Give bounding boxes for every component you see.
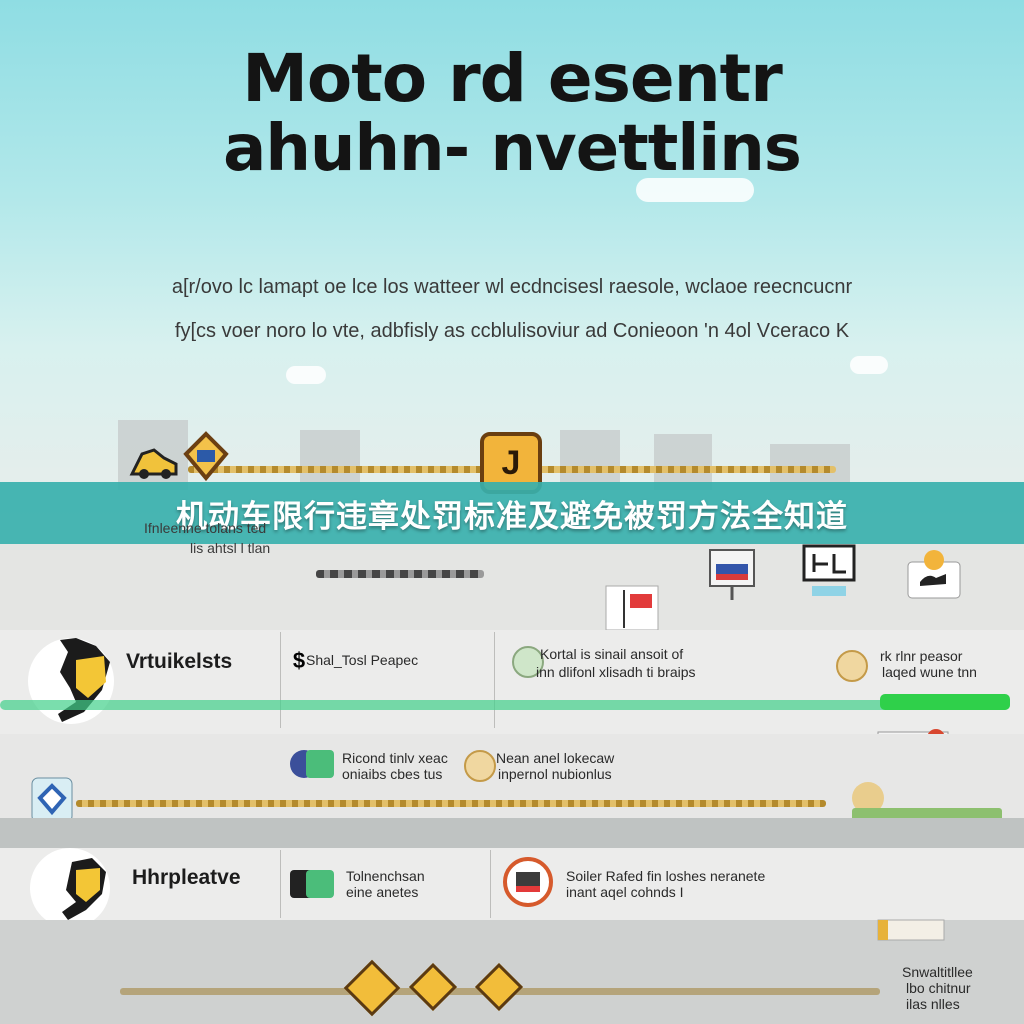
- poster-icon: [604, 584, 660, 632]
- row3-col2-line1: Soiler Rafed fin loshes neranete: [566, 868, 766, 884]
- building: [654, 434, 712, 490]
- row3-col1-line1: Tolnenchsan: [346, 868, 425, 884]
- fine-badge-icon: [502, 856, 554, 908]
- helmet-icon: [40, 632, 124, 726]
- building: [300, 430, 360, 490]
- cloud: [636, 178, 754, 202]
- row2-col2-line2: inpernol nubionlus: [498, 766, 612, 782]
- camera-icon: [30, 776, 74, 826]
- upper-label-line2: lis ahtsl l tlan: [190, 540, 271, 556]
- row1-col2-line2: inn dlifonl xlisadh ti braips: [536, 664, 696, 680]
- row3-col1-line2: eine anetes: [346, 884, 419, 900]
- row1-heading: Vrtuikelsts: [126, 650, 233, 673]
- subtitle-line1: a[r/ovo lc lamapt oe lce los watteer wl …: [171, 276, 853, 298]
- upper-label-line1: Ifnleenne tolans ted: [144, 520, 267, 536]
- car-icon: [128, 440, 180, 480]
- calculator-icon: [306, 870, 334, 898]
- shield-icon: [180, 430, 232, 482]
- column-divider: [280, 850, 281, 918]
- medal-icon: [836, 650, 868, 682]
- progress-line-highlight: [880, 694, 1010, 710]
- dollar-icon: $: [292, 648, 306, 673]
- upper-board: [0, 544, 1024, 630]
- corner-note-line2: lbo chitnur: [906, 980, 971, 996]
- title-banner: 机动车限行违章处罚标准及避免被罚方法全知道: [0, 482, 1024, 544]
- kiosk-icon: [706, 546, 758, 602]
- banner-title: 机动车限行违章处罚标准及避免被罚方法全知道: [176, 498, 848, 535]
- row2-col1-line2: oniaibs cbes tus: [342, 766, 443, 782]
- row2-col1-line1: Ricond tinlv xeac: [342, 750, 448, 766]
- corner-note-line3: ilas nlles: [906, 996, 960, 1012]
- sign-board-icon: [798, 540, 860, 602]
- cloud: [286, 366, 326, 384]
- row3-heading: Hhrpleatve: [132, 866, 241, 889]
- cloud: [850, 356, 888, 374]
- coin-icon: [464, 750, 496, 782]
- calculator-icon: [306, 750, 334, 778]
- column-divider: [490, 850, 491, 918]
- building: [560, 430, 620, 490]
- column-divider: [494, 632, 495, 728]
- helmet-icon: [42, 850, 122, 930]
- row2-col2-line1: Nean anel lokecaw: [496, 750, 615, 766]
- progress-line: [0, 700, 1010, 710]
- subtitle-line2: fy[cs voer noro lo vte, adbfisly as ccbl…: [174, 320, 850, 342]
- coin-icon: [512, 646, 544, 678]
- column-divider: [280, 632, 281, 728]
- bottom-band: [0, 920, 1024, 1024]
- row1-col2-line1: Kortal is sinail ansoit of: [540, 646, 684, 662]
- page-title-line1: Moto rd esentr: [242, 40, 783, 117]
- road-strip: [0, 818, 1024, 848]
- badge-helmet-icon: [906, 548, 962, 600]
- timeline-rope: [76, 800, 826, 807]
- row-vehicle: [0, 630, 1024, 734]
- row1-col1: Shal_Tosl Peapec: [306, 652, 419, 668]
- row3-col2-line2: inant aqel cohnds I: [566, 884, 684, 900]
- row1-col3-line2: laqed wune tnn: [882, 664, 977, 680]
- sign-post-icon: [876, 918, 946, 952]
- page-title-line2: ahuhn- nvettlins: [223, 112, 802, 186]
- row1-col3-line1: rk rlnr peasor: [880, 648, 963, 664]
- road-stripe: [316, 570, 484, 578]
- corner-note-line1: Snwaltitllee: [902, 964, 973, 980]
